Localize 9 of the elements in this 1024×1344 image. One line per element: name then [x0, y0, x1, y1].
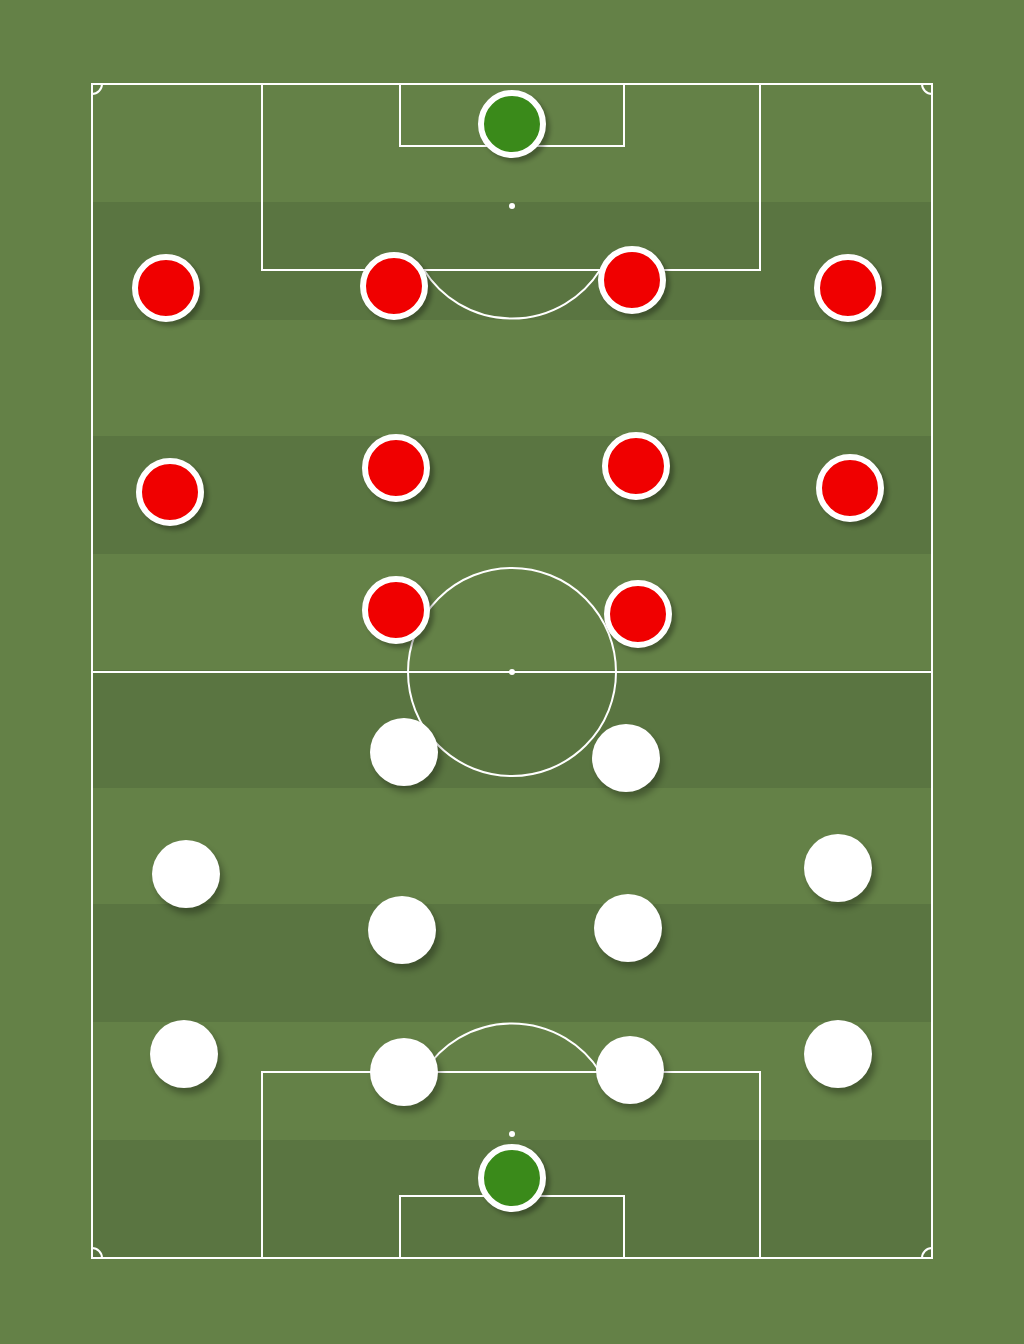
player-marker — [596, 1036, 664, 1104]
player-marker — [804, 1020, 872, 1088]
player-marker — [804, 834, 872, 902]
player-marker — [362, 576, 430, 644]
player-marker — [370, 1038, 438, 1106]
player-marker — [152, 840, 220, 908]
player-marker — [150, 1020, 218, 1088]
player-marker — [604, 580, 672, 648]
player-marker — [478, 90, 546, 158]
